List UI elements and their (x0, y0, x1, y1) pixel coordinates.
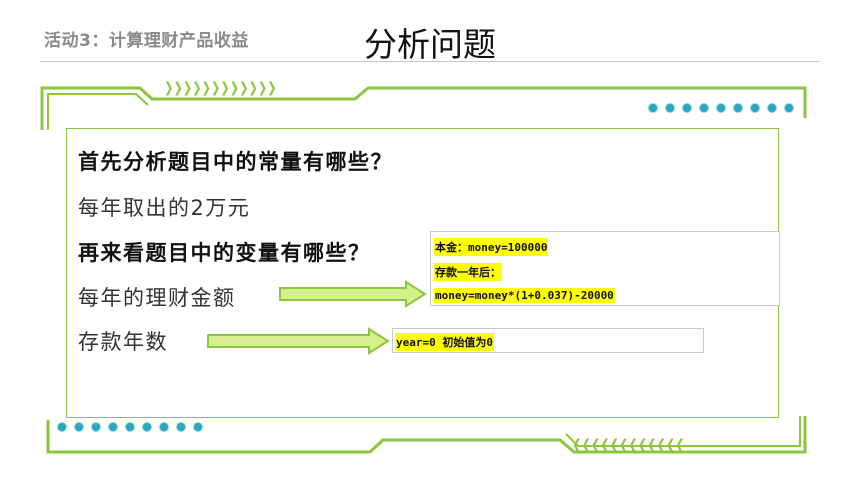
dot-icon (193, 422, 203, 432)
arrow-right-icon (279, 280, 427, 308)
dot-icon (108, 422, 118, 432)
dot-icon (57, 422, 67, 432)
variable-money-label: 每年的理财金额 (78, 286, 236, 310)
page-title: 分析问题 (364, 25, 496, 64)
chevrons-top: ❯❯❯❯❯❯❯❯❯❯❯❯ (150, 81, 291, 95)
variable-years-label: 存款年数 (78, 330, 168, 354)
question-constants: 首先分析题目中的常量有哪些？ (78, 150, 393, 174)
code-line-formula: money=money*(1+0.037)-20000 (434, 288, 615, 303)
dot-icon (74, 422, 84, 432)
dot-icon (159, 422, 169, 432)
frame-inner-top-line (47, 93, 149, 130)
answer-constants: 每年取出的2万元 (78, 196, 251, 220)
code-line-after-one-year: 存款一年后： (434, 263, 502, 281)
header-divider (40, 61, 820, 62)
code-line-principal: 本金：money=100000 (434, 238, 549, 256)
dot-icon (176, 422, 186, 432)
dot-icon (665, 103, 675, 113)
dots-bottom-left (57, 422, 203, 432)
dot-icon (142, 422, 152, 432)
dot-icon (784, 103, 794, 113)
dot-icon (648, 103, 658, 113)
dot-icon (682, 103, 692, 113)
dot-icon (125, 422, 135, 432)
frame-inner-bottom-line (565, 416, 801, 447)
dot-icon (91, 422, 101, 432)
chevrons-bottom: ❮❮❮❮❮❮❮❮❮❮❮❮ (558, 438, 699, 452)
dot-icon (716, 103, 726, 113)
arrow-right-icon (207, 327, 390, 355)
dot-icon (733, 103, 743, 113)
question-variables: 再来看题目中的变量有哪些？ (78, 241, 371, 265)
frame-top-line (40, 86, 807, 130)
dot-icon (699, 103, 709, 113)
frame-bottom-line (46, 416, 807, 454)
code-line-year: year=0 初始值为0 (395, 333, 494, 351)
dot-icon (767, 103, 777, 113)
chevron-right-icon: ❯❯❯❯❯❯❯❯❯❯❯❯ (164, 80, 277, 96)
dot-icon (750, 103, 760, 113)
chevron-left-icon: ❮❮❮❮❮❮❮❮❮❮❮❮ (572, 437, 685, 453)
activity-label: 活动3：计算理财产品收益 (44, 31, 249, 51)
dots-top-right (648, 103, 794, 113)
